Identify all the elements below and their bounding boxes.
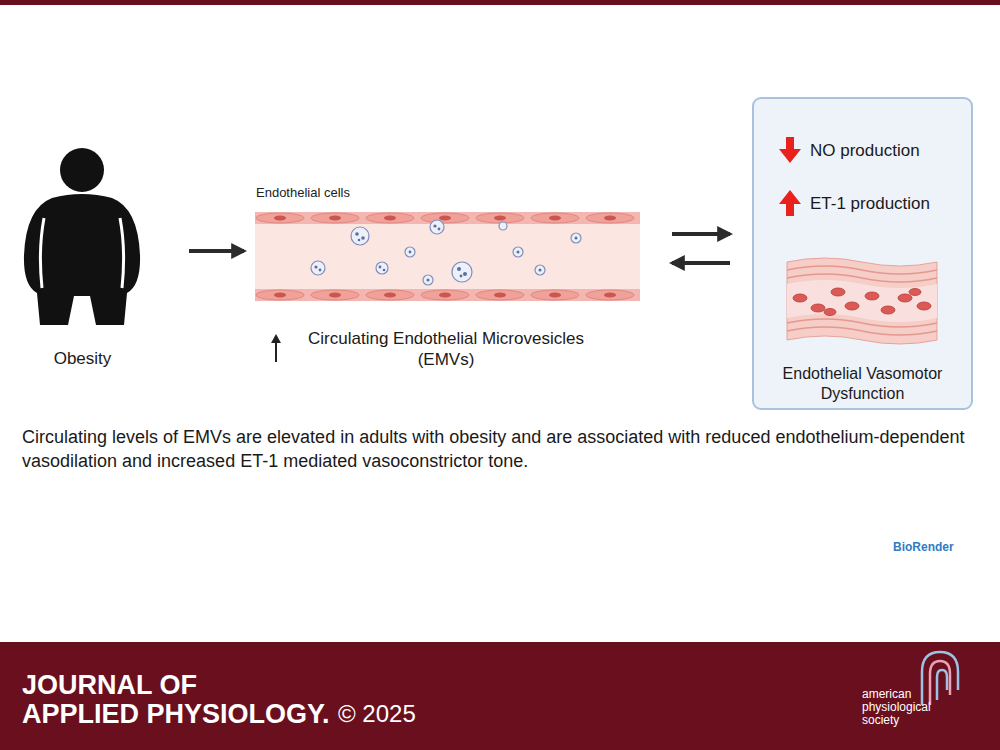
flow-arrow <box>672 232 730 236</box>
top-bar <box>0 0 1000 5</box>
flow-arrow <box>189 249 244 253</box>
node-label: Circulating Endothelial Microvesicles (E… <box>286 328 606 370</box>
dysfunction-vessel <box>787 258 937 344</box>
watermark: BioRender <box>893 540 983 555</box>
journal-name: JOURNAL OF <box>22 668 422 702</box>
outcome-box: NO productionET-1 productionEndothelial … <box>752 97 973 410</box>
figure-node: Obesity <box>15 140 185 380</box>
effect-label: ET-1 production <box>810 193 970 214</box>
person-silhouette <box>24 148 140 325</box>
structure-label: Endothelial cells <box>256 185 456 201</box>
vessel-illustration <box>255 212 640 301</box>
society-logo <box>922 652 958 705</box>
microvesicles <box>311 220 581 285</box>
society-name: american physiological society <box>862 688 947 727</box>
node-label: Obesity <box>15 348 150 369</box>
red-arrows <box>779 137 801 216</box>
journal-name: APPLIED PHYSIOLOGY. <box>22 697 342 731</box>
vessel-node: Endothelial cellsCirculating Endothelial… <box>248 180 650 385</box>
increase-arrow <box>271 334 281 362</box>
caption: Circulating levels of EMVs are elevated … <box>22 425 982 473</box>
flow-arrow <box>672 261 730 265</box>
journal-band <box>0 642 1000 750</box>
copyright-note: © 2025 <box>338 699 458 729</box>
effect-label: NO production <box>810 140 970 161</box>
outcome-label: Endothelial Vasomotor Dysfunction <box>762 364 963 404</box>
